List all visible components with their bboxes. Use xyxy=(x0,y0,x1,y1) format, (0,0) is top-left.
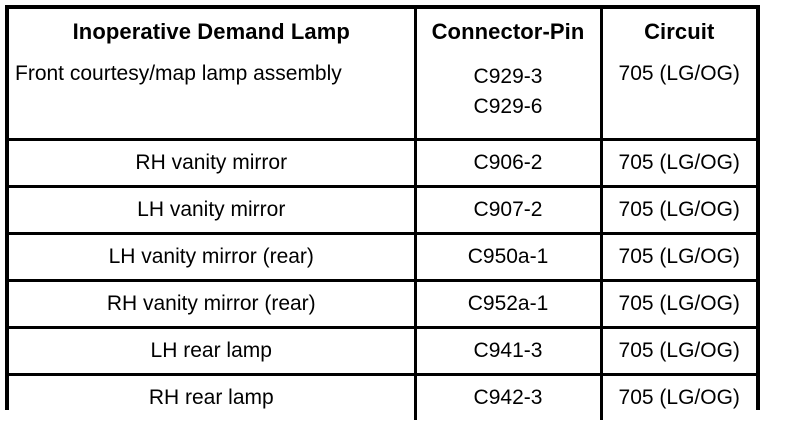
demand-lamp-table: Inoperative Demand Lamp Connector-Pin Ci… xyxy=(9,9,756,420)
table-row: Front courtesy/map lamp assembly C929-3 … xyxy=(9,55,756,141)
demand-lamp-table-container: Inoperative Demand Lamp Connector-Pin Ci… xyxy=(5,5,760,420)
cell-description: RH rear lamp xyxy=(9,374,417,420)
table-row: RH rear lamp C942-3 705 (LG/OG) xyxy=(9,374,756,420)
cell-circuit: 705 (LG/OG) xyxy=(601,55,756,141)
table-body: Front courtesy/map lamp assembly C929-3 … xyxy=(9,55,756,420)
cell-connector-pin: C950a-1 xyxy=(415,233,603,282)
cell-connector-pin: C942-3 xyxy=(415,374,603,420)
column-header-description: Inoperative Demand Lamp xyxy=(9,9,417,55)
cell-description: RH vanity mirror xyxy=(9,139,417,188)
cell-connector-pin: C906-2 xyxy=(415,139,603,188)
table-header: Inoperative Demand Lamp Connector-Pin Ci… xyxy=(9,9,756,55)
table-row: LH vanity mirror C907-2 705 (LG/OG) xyxy=(9,186,756,235)
table-row: RH vanity mirror C906-2 705 (LG/OG) xyxy=(9,139,756,188)
connector-pin-line: C929-6 xyxy=(473,95,543,119)
cell-connector-pin: C952a-1 xyxy=(415,280,603,329)
cell-circuit: 705 (LG/OG) xyxy=(601,280,756,329)
cell-connector-pin: C929-3 C929-6 xyxy=(415,55,603,141)
table-row: LH vanity mirror (rear) C950a-1 705 (LG/… xyxy=(9,233,756,282)
cell-circuit: 705 (LG/OG) xyxy=(601,233,756,282)
cell-connector-pin: C941-3 xyxy=(415,327,603,376)
cell-circuit: 705 (LG/OG) xyxy=(601,327,756,376)
cell-circuit: 705 (LG/OG) xyxy=(601,139,756,188)
cell-connector-pin: C907-2 xyxy=(415,186,603,235)
cell-description: LH vanity mirror xyxy=(9,186,417,235)
column-header-connector-pin: Connector-Pin xyxy=(415,9,603,55)
cell-description: Front courtesy/map lamp assembly xyxy=(9,55,417,141)
cell-description: LH vanity mirror (rear) xyxy=(9,233,417,282)
column-header-circuit: Circuit xyxy=(601,9,756,55)
cell-circuit: 705 (LG/OG) xyxy=(601,374,756,420)
table-header-row: Inoperative Demand Lamp Connector-Pin Ci… xyxy=(9,9,756,55)
cell-circuit: 705 (LG/OG) xyxy=(601,186,756,235)
table-row: RH vanity mirror (rear) C952a-1 705 (LG/… xyxy=(9,280,756,329)
table-row: LH rear lamp C941-3 705 (LG/OG) xyxy=(9,327,756,376)
connector-pin-line: C929-3 xyxy=(473,65,543,88)
cell-description: LH rear lamp xyxy=(9,327,417,376)
cell-description: RH vanity mirror (rear) xyxy=(9,280,417,329)
